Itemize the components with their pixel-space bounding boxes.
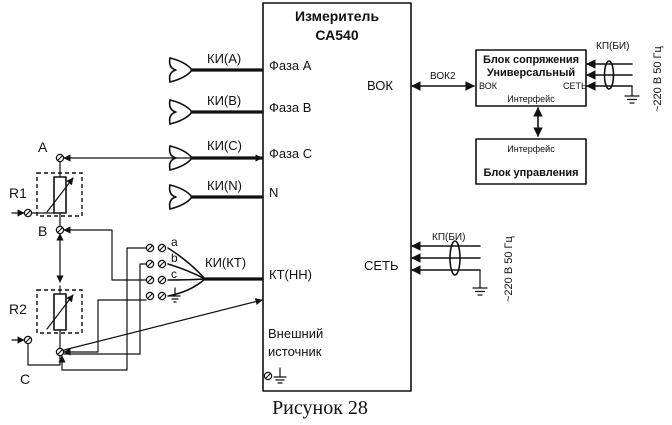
interface-block-title1: Блок сопряжения (483, 54, 579, 66)
kt-terminal-b-label: b (171, 251, 178, 265)
terminal-c-label: C (20, 371, 30, 387)
kp-top-label: КП(БИ) (596, 41, 629, 52)
kp-bottom-label: КП(БИ) (432, 232, 465, 243)
input-kt-label: КТ(НН) (269, 267, 312, 282)
input-external-line1: Внешний (268, 326, 323, 341)
ground-terminal (263, 367, 287, 384)
supply-top-label: ~220 В 50 Гц (652, 46, 664, 112)
interface-block-net: СЕТЬ (563, 81, 587, 91)
cable-ki-c-label: КИ(С) (207, 138, 242, 153)
control-block: Интерфейс Блок управления (475, 138, 587, 185)
r1-label: R1 (9, 185, 27, 201)
bottom-power-cable: КП(БИ) ~220 В 50 Гц (411, 232, 515, 302)
clamp-cable-n: КИ(N) (168, 178, 264, 210)
resistor-r2: R2 C (9, 285, 83, 387)
input-phase-a-label: Фаза А (269, 58, 312, 73)
cable-ki-b-label: КИ(В) (207, 93, 241, 108)
interface-block-iface: Интерфейс (507, 94, 555, 104)
meter-title-line2: СА540 (315, 27, 358, 43)
resistor-r1: R1 A B (9, 139, 83, 239)
input-external-line2: источник (268, 344, 322, 359)
interface-block-title2: Универсальный (487, 67, 575, 79)
top-power-cable: КП(БИ) ~220 В 50 Гц (586, 41, 664, 112)
vok2-link: ВОК2 (411, 71, 475, 91)
port-vok-label: ВОК (367, 78, 393, 93)
kt-terminal-a-label: a (171, 235, 178, 249)
r2-label: R2 (9, 301, 27, 317)
meter-title-line1: Измеритель (295, 8, 380, 24)
terminal-b-label: B (38, 223, 47, 239)
clamp-cable-a: КИ(А) (168, 51, 264, 83)
figure-caption: Рисунок 28 (272, 397, 368, 419)
control-block-title: Блок управления (483, 167, 578, 179)
kt-cable: КИ(КТ) a b c (145, 235, 264, 303)
kt-ground-terminal (145, 287, 181, 303)
kt-terminal-a: a (145, 235, 178, 253)
cable-ki-a-label: КИ(А) (207, 51, 241, 66)
cable-ki-kt-label: КИ(КТ) (205, 255, 246, 270)
cable-ki-n-label: КИ(N) (207, 178, 242, 193)
interface-block: Блок сопряжения Универсальный ВОК СЕТЬ И… (475, 49, 587, 107)
meter-box: Измеритель СА540 Фаза А Фаза В Фаза С N … (262, 2, 412, 392)
kt-terminal-c: c (145, 267, 177, 285)
vok2-label: ВОК2 (430, 71, 456, 82)
supply-bottom-label: ~220 В 50 Гц (503, 236, 515, 302)
control-block-iface: Интерфейс (507, 144, 555, 154)
terminal-a-label: A (38, 139, 48, 155)
input-neutral-label: N (269, 185, 278, 200)
interface-block-vok: ВОК (479, 81, 498, 91)
input-phase-c-label: Фаза С (269, 146, 312, 161)
input-phase-b-label: Фаза В (269, 100, 311, 115)
measurement-wires (58, 154, 263, 371)
kt-terminal-c-label: c (171, 267, 177, 281)
clamp-cable-c: КИ(С) (168, 138, 264, 171)
port-network-label: СЕТЬ (364, 258, 399, 273)
clamp-cable-b: КИ(В) (168, 93, 264, 125)
